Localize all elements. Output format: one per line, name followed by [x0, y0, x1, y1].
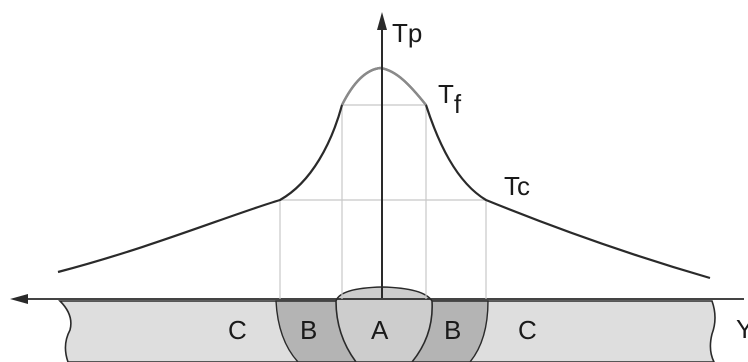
- axis-label-tp-sub: p: [408, 18, 422, 48]
- curve-label-tf-main: T: [438, 79, 454, 109]
- peak-temperature-curve: [57, 66, 711, 280]
- zone-label-c-left: C: [228, 315, 247, 345]
- horizontal-axis-arrow-left: [10, 294, 28, 304]
- curve-label-tc-sub: c: [517, 171, 530, 201]
- curve-label-tc: Tc: [504, 171, 530, 201]
- peak-temperature-curve-top-highlight: [340, 66, 427, 106]
- zone-label-b-right: B: [444, 315, 461, 345]
- axis-label-tp-main: T: [392, 18, 408, 48]
- vertical-axis-arrow: [377, 12, 387, 30]
- curve-label-tf-sub: f: [454, 89, 462, 119]
- curve-label-tc-main: T: [504, 171, 520, 201]
- curve-label-tf: Tf: [438, 79, 462, 119]
- zone-a-weld-bead: [335, 286, 433, 362]
- zone-label-c-right: C: [518, 315, 537, 345]
- axis-label-tp: Tp: [392, 18, 422, 48]
- zone-label-a: A: [371, 315, 389, 345]
- zone-label-b-left: B: [300, 315, 317, 345]
- axis-label-y-partial: Y: [736, 314, 748, 344]
